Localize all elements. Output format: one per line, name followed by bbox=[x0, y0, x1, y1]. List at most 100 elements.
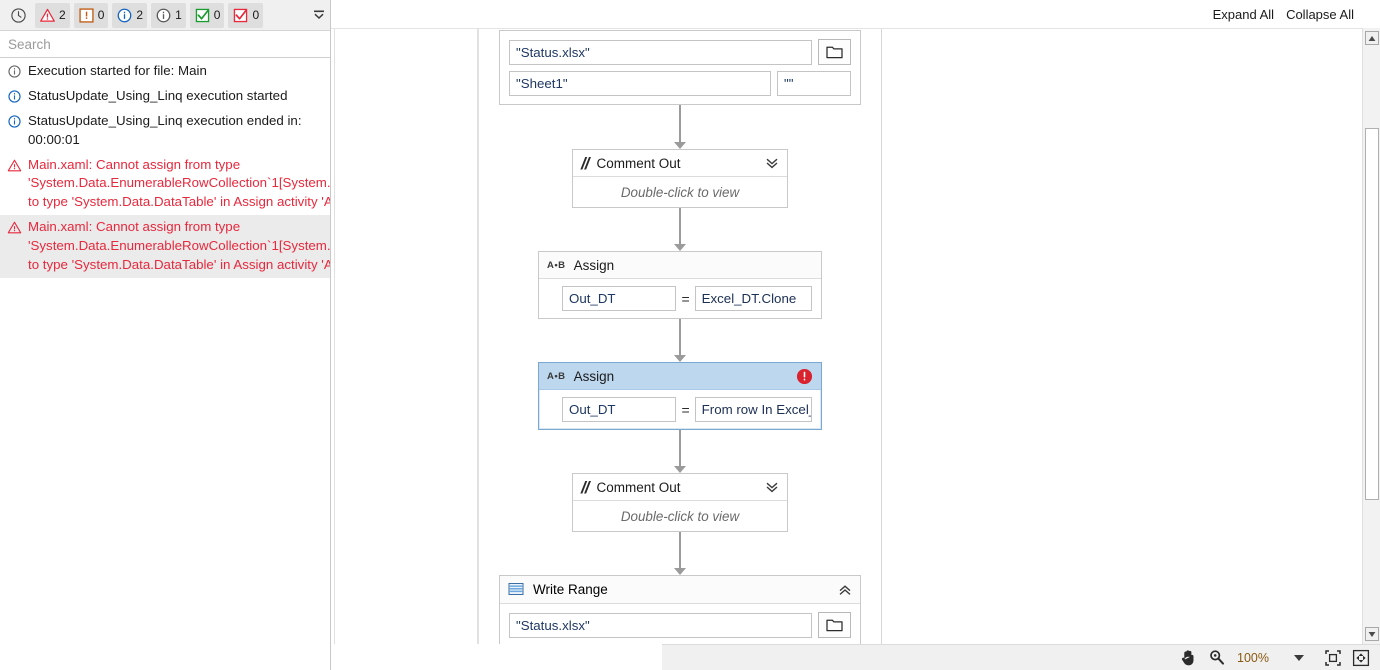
assign-to-field[interactable]: Out_DT bbox=[562, 397, 677, 422]
comment-slashes-icon: // bbox=[581, 477, 590, 497]
connector-arrow bbox=[674, 319, 686, 362]
assign-header[interactable]: A•B Assign bbox=[539, 363, 821, 390]
list-item[interactable]: Main.xaml: Cannot assign from type 'Syst… bbox=[0, 153, 330, 216]
scroll-up-button[interactable] bbox=[1365, 31, 1379, 45]
hand-icon bbox=[1181, 650, 1194, 666]
connector-arrow bbox=[674, 105, 686, 149]
filter-info-gray-button[interactable]: 1 bbox=[151, 2, 186, 28]
search-input[interactable] bbox=[0, 31, 330, 57]
assign-operator: = bbox=[681, 290, 690, 307]
chevron-double-down-icon[interactable] bbox=[765, 480, 779, 494]
connector-arrow bbox=[674, 208, 686, 251]
clock-icon-button[interactable] bbox=[6, 3, 31, 28]
scroll-down-button[interactable] bbox=[1365, 627, 1379, 641]
list-item[interactable]: StatusUpdate_Using_Linq execution starte… bbox=[0, 84, 330, 109]
check-green-icon bbox=[195, 8, 209, 22]
workbook-path-field[interactable]: "Status.xlsx" bbox=[509, 39, 812, 65]
warning-triangle-icon bbox=[7, 159, 22, 171]
log-message-text: Execution started for file: Main bbox=[28, 63, 207, 78]
expand-arrows-icon bbox=[1352, 649, 1370, 666]
comment-out-header[interactable]: // Comment Out bbox=[573, 474, 787, 501]
info-circle-gray-icon bbox=[156, 8, 171, 22]
spreadsheet-icon bbox=[508, 583, 524, 595]
log-message-text: StatusUpdate_Using_Linq execution ended … bbox=[28, 112, 302, 147]
chevron-double-down-icon[interactable] bbox=[313, 9, 325, 21]
collapse-all-link[interactable]: Collapse All bbox=[1286, 6, 1354, 22]
range-field[interactable]: "" bbox=[777, 71, 851, 96]
error-square-icon bbox=[79, 7, 94, 23]
log-message-text: Main.xaml: Cannot assign from type 'Syst… bbox=[28, 156, 330, 210]
info-circle-blue-icon bbox=[8, 90, 21, 103]
filter-failed-button[interactable]: 0 bbox=[228, 2, 264, 28]
check-red-icon bbox=[234, 8, 248, 22]
error-exclamation-icon[interactable] bbox=[796, 368, 813, 385]
connector-arrow bbox=[674, 430, 686, 473]
fit-to-screen-button[interactable] bbox=[1324, 649, 1342, 667]
success-count: 0 bbox=[213, 8, 221, 22]
assign-value-field[interactable]: Excel_DT.Clone bbox=[694, 286, 812, 311]
zoom-dropdown-button[interactable] bbox=[1294, 654, 1304, 661]
log-message-text: StatusUpdate_Using_Linq execution starte… bbox=[28, 87, 288, 103]
output-search-row[interactable] bbox=[0, 31, 330, 58]
comment-out-header[interactable]: // Comment Out bbox=[573, 150, 787, 177]
assign-value-field[interactable]: From row In Excel_ bbox=[694, 397, 812, 422]
comment-out-activity-top[interactable]: // Comment Out Double-click to view bbox=[572, 149, 788, 208]
output-message-list[interactable]: Execution started for file: Main StatusU… bbox=[0, 59, 330, 670]
warning-triangle-icon bbox=[40, 8, 55, 22]
error-count: 0 bbox=[97, 8, 105, 22]
activity-title: Comment Out bbox=[596, 155, 681, 171]
browse-workbook-button[interactable] bbox=[818, 612, 851, 638]
designer-vertical-scrollbar[interactable] bbox=[1362, 28, 1380, 644]
magnifier-icon bbox=[1210, 649, 1224, 665]
activity-title: Assign bbox=[573, 368, 615, 384]
chevron-double-down-icon[interactable] bbox=[765, 156, 779, 170]
clock-icon bbox=[11, 7, 26, 23]
warning-count: 2 bbox=[59, 8, 66, 22]
pan-tool-button[interactable] bbox=[1179, 648, 1198, 667]
list-item[interactable]: Main.xaml: Cannot assign from type 'Syst… bbox=[0, 215, 330, 278]
write-range-header[interactable]: Write Range bbox=[500, 576, 860, 604]
output-panel: 2 0 2 bbox=[0, 0, 331, 670]
filter-info-blue-button[interactable]: 2 bbox=[112, 2, 148, 28]
info-circle-blue-icon bbox=[117, 8, 132, 22]
log-message-text: Main.xaml: Cannot assign from type 'Syst… bbox=[28, 219, 330, 272]
designer-header: Expand All Collapse All bbox=[331, 0, 1380, 28]
filter-errors-button[interactable]: 0 bbox=[73, 2, 109, 28]
sheet-name-field[interactable]: "Sheet1" bbox=[509, 71, 771, 96]
assign-activity-selected[interactable]: A•B Assign Out_DT = From row In Excel_ bbox=[538, 362, 822, 430]
browse-workbook-button[interactable] bbox=[818, 39, 851, 65]
warning-triangle-icon bbox=[7, 221, 22, 234]
assign-to-field[interactable]: Out_DT bbox=[562, 286, 677, 311]
activity-title: Assign bbox=[573, 257, 615, 273]
comment-out-placeholder[interactable]: Double-click to view bbox=[573, 501, 787, 531]
comment-out-placeholder[interactable]: Double-click to view bbox=[573, 177, 787, 207]
info-gray-count: 1 bbox=[175, 8, 182, 22]
assign-activity-clone[interactable]: A•B Assign Out_DT = Excel_DT.Clone bbox=[538, 251, 822, 319]
list-item[interactable]: StatusUpdate_Using_Linq execution ended … bbox=[0, 109, 330, 153]
failed-count: 0 bbox=[252, 8, 260, 22]
comment-out-activity-bottom[interactable]: // Comment Out Double-click to view bbox=[572, 473, 788, 532]
designer-canvas[interactable]: "Status.xlsx" "Sheet1" "" bbox=[331, 28, 1362, 644]
expand-view-button[interactable] bbox=[1352, 649, 1370, 667]
scrollbar-thumb[interactable] bbox=[1365, 128, 1379, 500]
list-item[interactable]: Execution started for file: Main bbox=[0, 59, 330, 84]
connector-arrow bbox=[674, 532, 686, 575]
assign-header[interactable]: A•B Assign bbox=[539, 252, 821, 279]
assign-badge-icon: A•B bbox=[547, 370, 566, 382]
excel-write-range-activity[interactable]: Write Range "Status.xlsx" bbox=[499, 575, 861, 644]
zoom-tool-button[interactable] bbox=[1208, 649, 1226, 667]
chevron-double-up-icon[interactable] bbox=[838, 583, 852, 597]
expand-all-link[interactable]: Expand All bbox=[1212, 6, 1275, 22]
excel-read-range-activity[interactable]: "Status.xlsx" "Sheet1" "" bbox=[499, 30, 861, 105]
assign-badge-icon: A•B bbox=[547, 259, 566, 271]
workflow-designer: Expand All Collapse All "Status.xlsx" bbox=[331, 0, 1380, 670]
sequence-gutter-outer bbox=[334, 29, 335, 644]
triangle-down-icon bbox=[1368, 631, 1376, 637]
filter-warnings-button[interactable]: 2 bbox=[35, 2, 70, 28]
workbook-path-field[interactable]: "Status.xlsx" bbox=[509, 612, 812, 638]
info-circle-gray-icon bbox=[8, 65, 21, 78]
sequence-container bbox=[478, 29, 882, 644]
assign-operator: = bbox=[681, 401, 690, 418]
filter-success-button[interactable]: 0 bbox=[189, 2, 225, 28]
